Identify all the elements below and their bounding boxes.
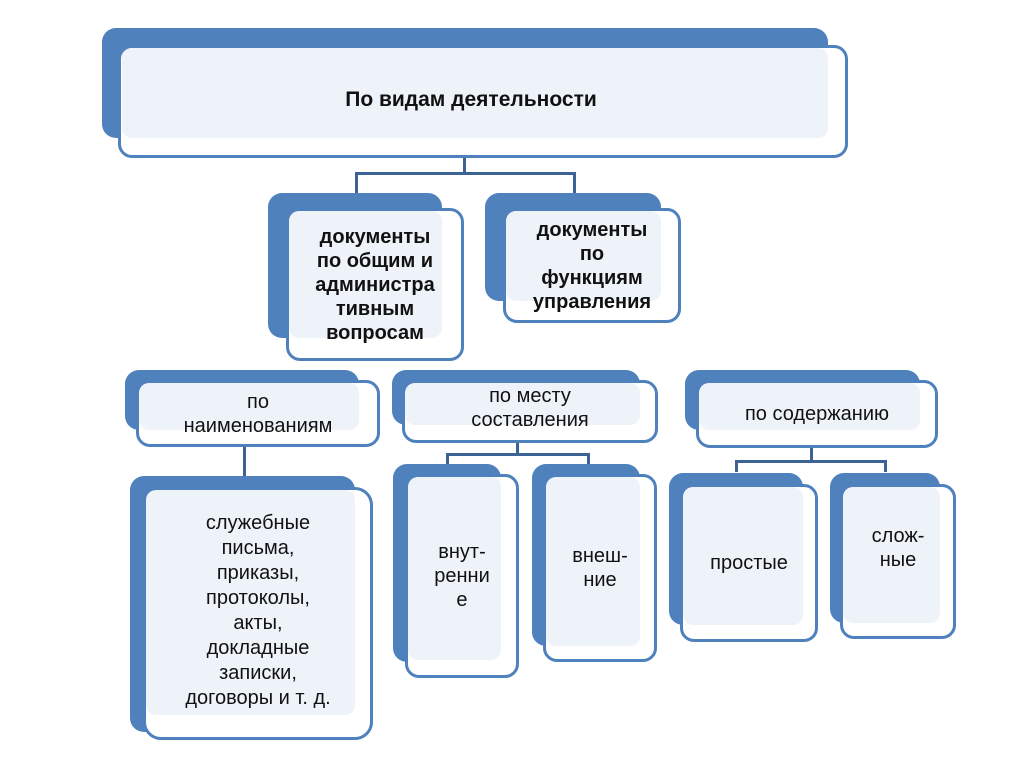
connector-line [243, 445, 246, 477]
management-function-documents-label: документы по функциям управления [532, 218, 652, 313]
by-place-label: по месту составления [471, 384, 589, 431]
general-admin-documents-label: документы по общим и администра тивным в… [315, 225, 435, 344]
by-content-label: по содержанию [744, 403, 890, 425]
connector-line [446, 453, 449, 465]
connector-line [884, 460, 887, 472]
connector-line [735, 460, 887, 463]
external-label: внеш- ние [572, 545, 628, 591]
by-names-label: по наименованиям [183, 390, 333, 437]
connector-line [355, 172, 358, 194]
connector-line [446, 453, 590, 456]
connector-line [587, 453, 590, 465]
connector-line [573, 172, 576, 194]
root-title: По видам деятельности [345, 88, 597, 112]
connector-line [735, 460, 738, 472]
simple-label: простые [710, 552, 788, 574]
document-examples-label: служебные письма, приказы, протоколы, ак… [185, 512, 331, 709]
connector-line [516, 442, 519, 455]
complex-label: слож- ные [871, 524, 925, 571]
internal-label: внут- ренни е [434, 541, 490, 611]
connector-line [810, 448, 813, 461]
connector-line [355, 172, 575, 175]
